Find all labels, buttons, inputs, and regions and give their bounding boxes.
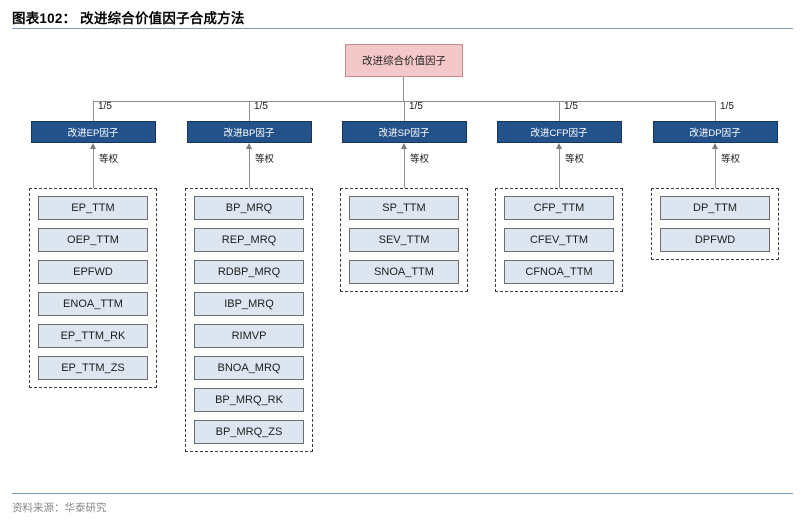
equal-weight-label: 等权 xyxy=(721,154,741,165)
factor-leaf-label: EP_TTM_RK xyxy=(60,330,126,342)
factor-leaf-label: EP_TTM xyxy=(71,202,115,214)
equal-weight-label: 等权 xyxy=(565,154,585,165)
equal-weight-connector xyxy=(93,149,94,188)
branch-weight-label: 1/5 xyxy=(98,101,112,112)
factor-node-label: 改进CFP因子 xyxy=(530,128,588,139)
factor-node-label: 改进SP因子 xyxy=(378,128,430,139)
branch-drop-line xyxy=(715,101,716,121)
factor-leaf-label: RDBP_MRQ xyxy=(217,266,281,278)
factor-node: 改进BP因子 xyxy=(186,121,312,143)
factor-leaf-label: CFP_TTM xyxy=(533,202,585,214)
factor-leaf-label: BP_MRQ_ZS xyxy=(215,426,283,438)
factor-node-label: 改进BP因子 xyxy=(223,128,275,139)
factor-leaf: RDBP_MRQ xyxy=(194,260,304,284)
factor-group: DP_TTM DPFWD xyxy=(651,188,779,260)
factor-leaf-label: BP_MRQ_RK xyxy=(215,394,283,406)
factor-node: 改进DP因子 xyxy=(652,121,778,143)
factor-leaf: EP_TTM xyxy=(38,196,148,220)
branch-weight-label: 1/5 xyxy=(720,101,734,112)
factor-leaf: REP_MRQ xyxy=(194,228,304,252)
factor-leaf-label: IBP_MRQ xyxy=(224,298,274,310)
factor-group: BP_MRQ REP_MRQ RDBP_MRQ IBP_MRQ RIMVP BNOA_MR… xyxy=(185,188,313,452)
equal-weight-label: 等权 xyxy=(410,154,430,165)
equal-weight-connector xyxy=(715,149,716,188)
factor-leaf: SNOA_TTM xyxy=(349,260,459,284)
equal-weight-arrowhead xyxy=(90,143,96,149)
equal-weight-arrowhead xyxy=(556,143,562,149)
factor-leaf-label: CFEV_TTM xyxy=(529,234,589,246)
factor-node: 改进SP因子 xyxy=(341,121,467,143)
factor-leaf-label: RIMVP xyxy=(231,330,267,342)
factor-group: CFP_TTM CFEV_TTM CFNOA_TTM xyxy=(495,188,623,292)
factor-node: 改进EP因子 xyxy=(30,121,156,143)
factor-leaf: EPFWD xyxy=(38,260,148,284)
factor-leaf-label: BP_MRQ xyxy=(225,202,273,214)
factor-leaf: CFP_TTM xyxy=(504,196,614,220)
footer-divider xyxy=(12,493,793,494)
branch-drop-line xyxy=(93,101,94,121)
factor-leaf: BP_MRQ_ZS xyxy=(194,420,304,444)
branch-drop-line xyxy=(559,101,560,121)
factor-leaf: BNOA_MRQ xyxy=(194,356,304,380)
factor-leaf-label: CFNOA_TTM xyxy=(525,266,593,278)
equal-weight-arrowhead xyxy=(712,143,718,149)
branch-drop-line xyxy=(404,101,405,121)
factor-leaf-label: EPFWD xyxy=(73,266,113,278)
factor-leaf: BP_MRQ xyxy=(194,196,304,220)
factor-leaf: BP_MRQ_RK xyxy=(194,388,304,412)
factor-group: EP_TTM OEP_TTM EPFWD ENOA_TTM EP_TTM_RK EP_TT… xyxy=(29,188,157,388)
factor-leaf-label: SP_TTM xyxy=(382,202,426,214)
page-title: 图表102： 改进综合价值因子合成方法 xyxy=(12,11,245,26)
root-node: 改进综合价值因子 xyxy=(345,44,463,77)
factor-leaf: DPFWD xyxy=(660,228,770,252)
factor-leaf: SEV_TTM xyxy=(349,228,459,252)
factor-leaf: EP_TTM_ZS xyxy=(38,356,148,380)
factor-leaf: ENOA_TTM xyxy=(38,292,148,316)
factor-leaf: CFEV_TTM xyxy=(504,228,614,252)
factor-leaf: CFNOA_TTM xyxy=(504,260,614,284)
factor-leaf-label: DPFWD xyxy=(694,234,736,246)
equal-weight-connector xyxy=(249,149,250,188)
equal-weight-label: 等权 xyxy=(255,154,275,165)
equal-weight-connector xyxy=(559,149,560,188)
root-drop-line xyxy=(403,77,404,101)
factor-leaf-label: DP_TTM xyxy=(693,202,737,214)
equal-weight-arrowhead xyxy=(401,143,407,149)
root-node-label: 改进综合价值因子 xyxy=(362,55,446,67)
factor-node: 改进CFP因子 xyxy=(496,121,622,143)
factor-leaf: OEP_TTM xyxy=(38,228,148,252)
factor-leaf-label: SNOA_TTM xyxy=(374,266,434,278)
factor-leaf-label: ENOA_TTM xyxy=(63,298,123,310)
factor-leaf: DP_TTM xyxy=(660,196,770,220)
equal-weight-label: 等权 xyxy=(99,154,119,165)
factor-leaf-label: REP_MRQ xyxy=(221,234,277,246)
factor-leaf-label: SEV_TTM xyxy=(378,234,430,246)
factor-leaf-label: BNOA_MRQ xyxy=(217,362,281,374)
branch-weight-label: 1/5 xyxy=(564,101,578,112)
branch-weight-label: 1/5 xyxy=(409,101,423,112)
factor-leaf: SP_TTM xyxy=(349,196,459,220)
equal-weight-arrowhead xyxy=(246,143,252,149)
factor-leaf-label: EP_TTM_ZS xyxy=(61,362,125,374)
factor-node-label: 改进DP因子 xyxy=(689,128,741,139)
factor-leaf: IBP_MRQ xyxy=(194,292,304,316)
factor-node-label: 改进EP因子 xyxy=(67,128,119,139)
factor-leaf: RIMVP xyxy=(194,324,304,348)
branch-weight-label: 1/5 xyxy=(254,101,268,112)
factor-leaf: EP_TTM_RK xyxy=(38,324,148,348)
factor-group: SP_TTM SEV_TTM SNOA_TTM xyxy=(340,188,468,292)
branch-drop-line xyxy=(249,101,250,121)
equal-weight-connector xyxy=(404,149,405,188)
title-divider xyxy=(12,28,793,29)
source-note: 资料来源：华泰研究 xyxy=(12,502,107,514)
factor-leaf-label: OEP_TTM xyxy=(67,234,119,246)
